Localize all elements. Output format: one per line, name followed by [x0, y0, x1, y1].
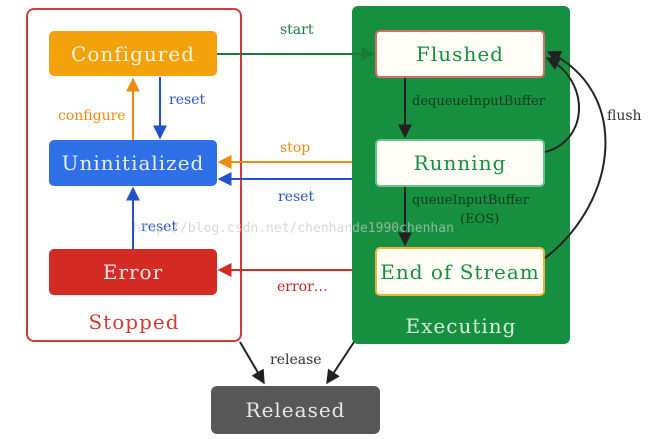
label-release: release: [270, 352, 322, 368]
state-error: Error: [49, 249, 217, 295]
state-released: Released: [211, 386, 380, 434]
stopped-panel-title: Stopped: [88, 310, 180, 334]
label-error: error…: [277, 279, 328, 295]
watermark-text: http://blog.csdn.net/chenhande1990chenha…: [133, 221, 454, 236]
label-reset-executing: reset: [278, 189, 315, 205]
state-configured: Configured: [49, 31, 217, 76]
state-running: Running: [375, 139, 545, 187]
state-flushed: Flushed: [375, 30, 545, 78]
label-reset-configured: reset: [169, 92, 206, 108]
label-configure: configure: [58, 108, 126, 124]
state-end-of-stream: End of Stream: [375, 247, 545, 296]
label-eos-flag: (EOS): [460, 212, 500, 227]
label-flush: flush: [607, 108, 642, 124]
label-dequeue-output: dequeueInputBuffer: [412, 94, 545, 109]
arrow-release-executing: [326, 341, 355, 385]
label-start: start: [280, 22, 314, 38]
label-stop: stop: [280, 140, 311, 156]
label-reset-error: reset: [141, 219, 178, 235]
executing-panel-title: Executing: [405, 314, 517, 338]
label-queue-input: queueInputBuffer: [412, 193, 529, 208]
arrow-release-stopped: [239, 341, 265, 385]
state-uninitialized: Uninitialized: [49, 140, 217, 186]
